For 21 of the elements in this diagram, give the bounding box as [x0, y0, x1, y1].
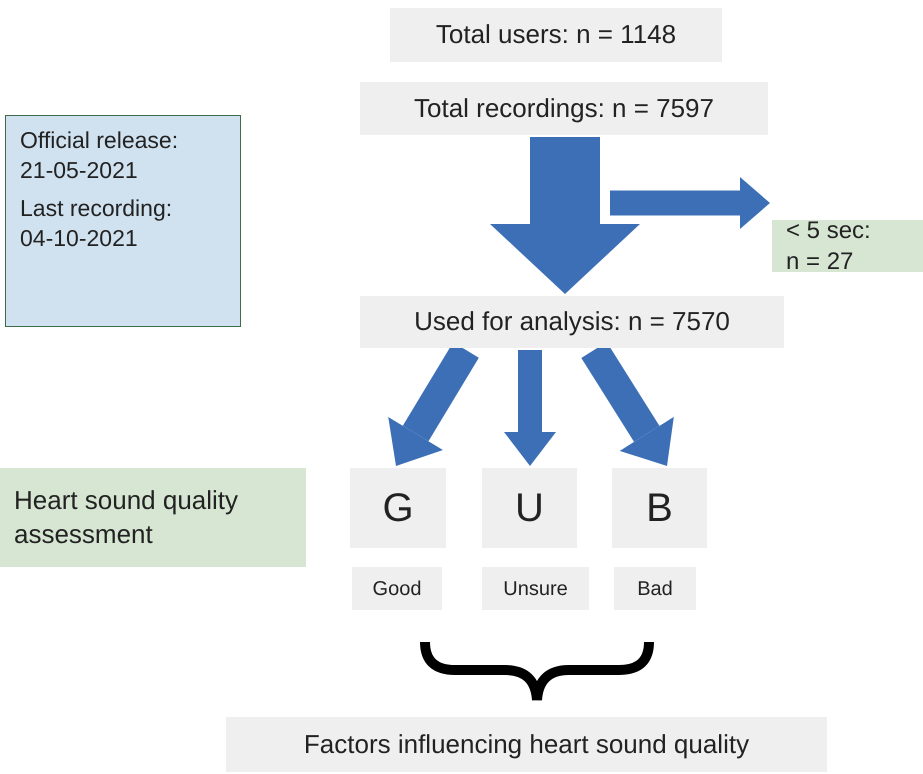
note-box: [0, 468, 306, 567]
block-arrow: [490, 137, 640, 294]
block-arrow: [610, 177, 770, 229]
box-label: Official release: 21-05-2021: [20, 126, 180, 185]
box-label: Heart sound quality assessment: [14, 484, 240, 550]
info-box: [5, 115, 241, 327]
box-label: Factors influencing heart sound quality: [304, 728, 750, 761]
box-label: Total recordings: n = 7597: [414, 92, 714, 125]
process-box: [360, 296, 784, 348]
box-label: Used for analysis: n = 7570: [414, 305, 730, 338]
box-label: Good: [372, 576, 422, 602]
box-label: Total users: n = 1148: [436, 18, 676, 52]
box-label: B: [646, 485, 673, 532]
box-label: G: [382, 485, 414, 532]
box-label: < 5 sec: n = 27: [786, 216, 872, 277]
box-label: Unsure: [503, 576, 568, 602]
note-box: [772, 220, 923, 272]
box-label: Bad: [637, 576, 673, 602]
block-arrow: [504, 350, 556, 466]
box-label: U: [515, 485, 544, 532]
box-label: Last recording: 04-10-2021: [20, 194, 174, 253]
